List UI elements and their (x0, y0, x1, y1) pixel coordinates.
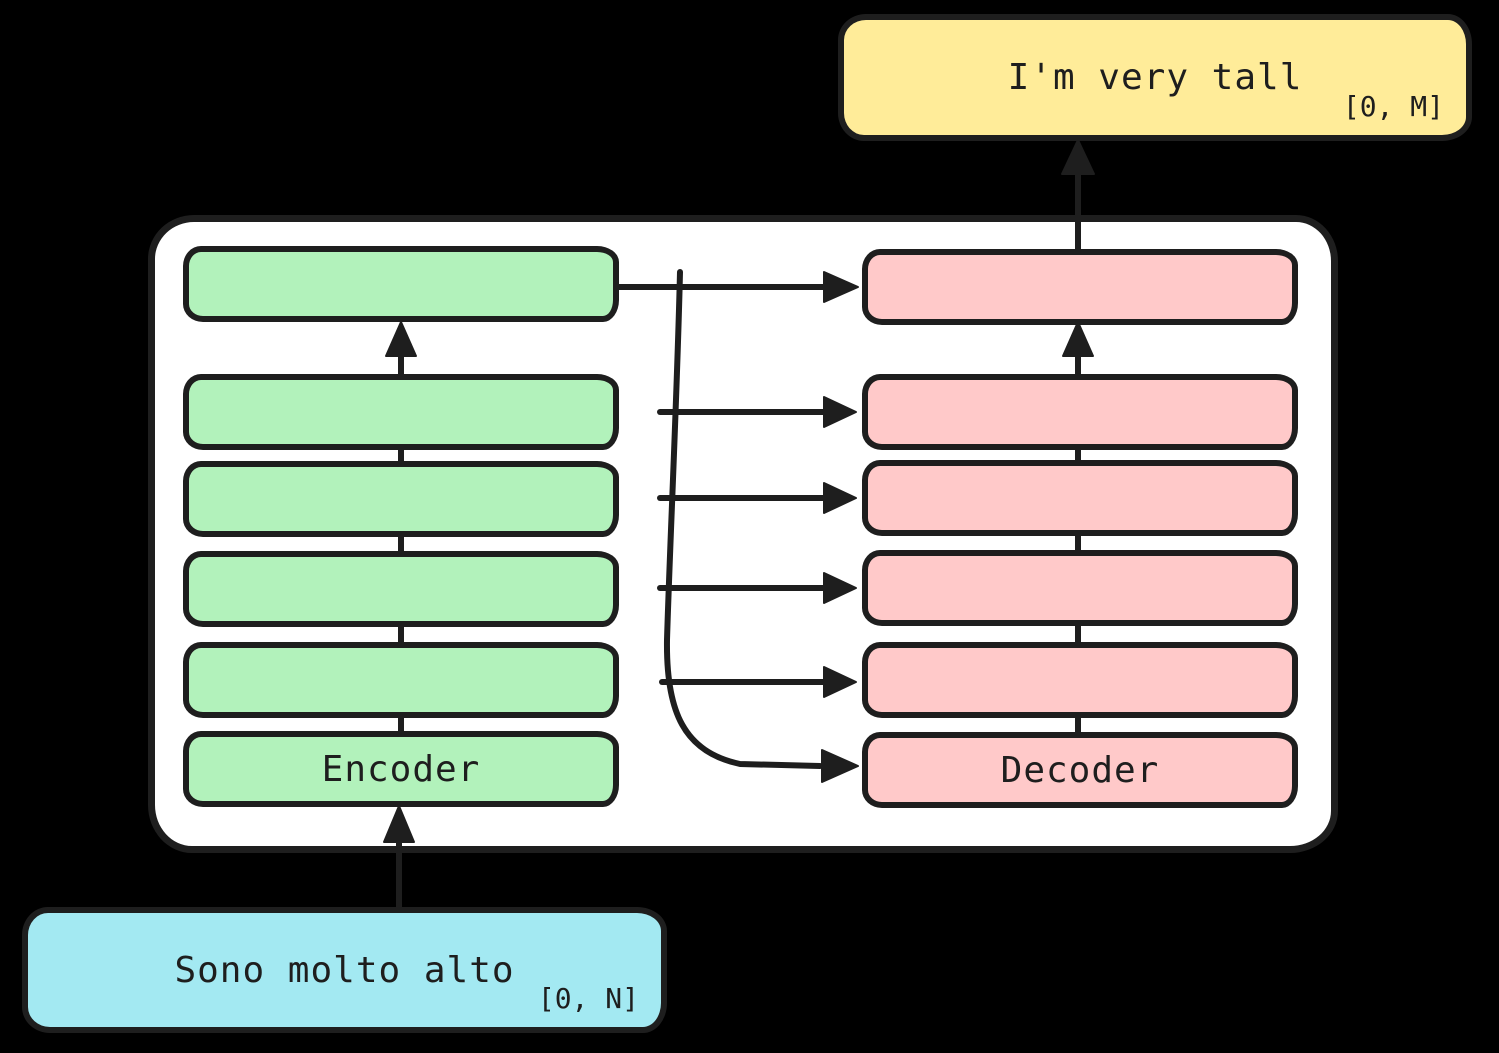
encoder-layer (183, 642, 619, 718)
input-range-label: [0, N] (537, 982, 639, 1015)
encoder-layer (183, 551, 619, 627)
input-text: Sono molto alto (174, 949, 515, 991)
encoder-layer (183, 246, 619, 322)
encoder-block: Encoder (183, 731, 619, 807)
output-text-box: I'm very tall [0, M] (838, 14, 1472, 141)
decoder-block: Decoder (862, 732, 1298, 808)
encoder-layer (183, 374, 619, 450)
decoder-layer (862, 374, 1298, 450)
encoder-layer (183, 461, 619, 537)
decoder-layer (862, 460, 1298, 536)
decoder-layer (862, 642, 1298, 718)
decoder-layer (862, 249, 1298, 325)
output-text: I'm very tall (1007, 57, 1303, 98)
output-range-label: [0, M] (1342, 90, 1444, 123)
encoder-label: Encoder (321, 748, 481, 790)
decoder-label: Decoder (1000, 749, 1160, 791)
decoder-output-arrowhead (1061, 139, 1095, 175)
decoder-layer (862, 550, 1298, 626)
input-text-box: Sono molto alto [0, N] (22, 907, 667, 1033)
